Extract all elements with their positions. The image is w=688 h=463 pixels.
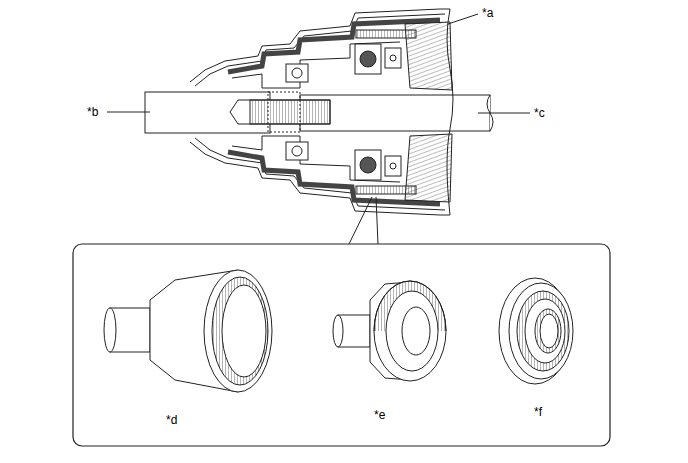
callout-label: *e — [374, 408, 385, 422]
callout-label: *a — [482, 6, 493, 20]
callout-label: *c — [534, 106, 545, 120]
callout-label: *b — [87, 105, 98, 119]
callout-label: *d — [166, 413, 177, 427]
callout-label: *f — [534, 405, 542, 419]
